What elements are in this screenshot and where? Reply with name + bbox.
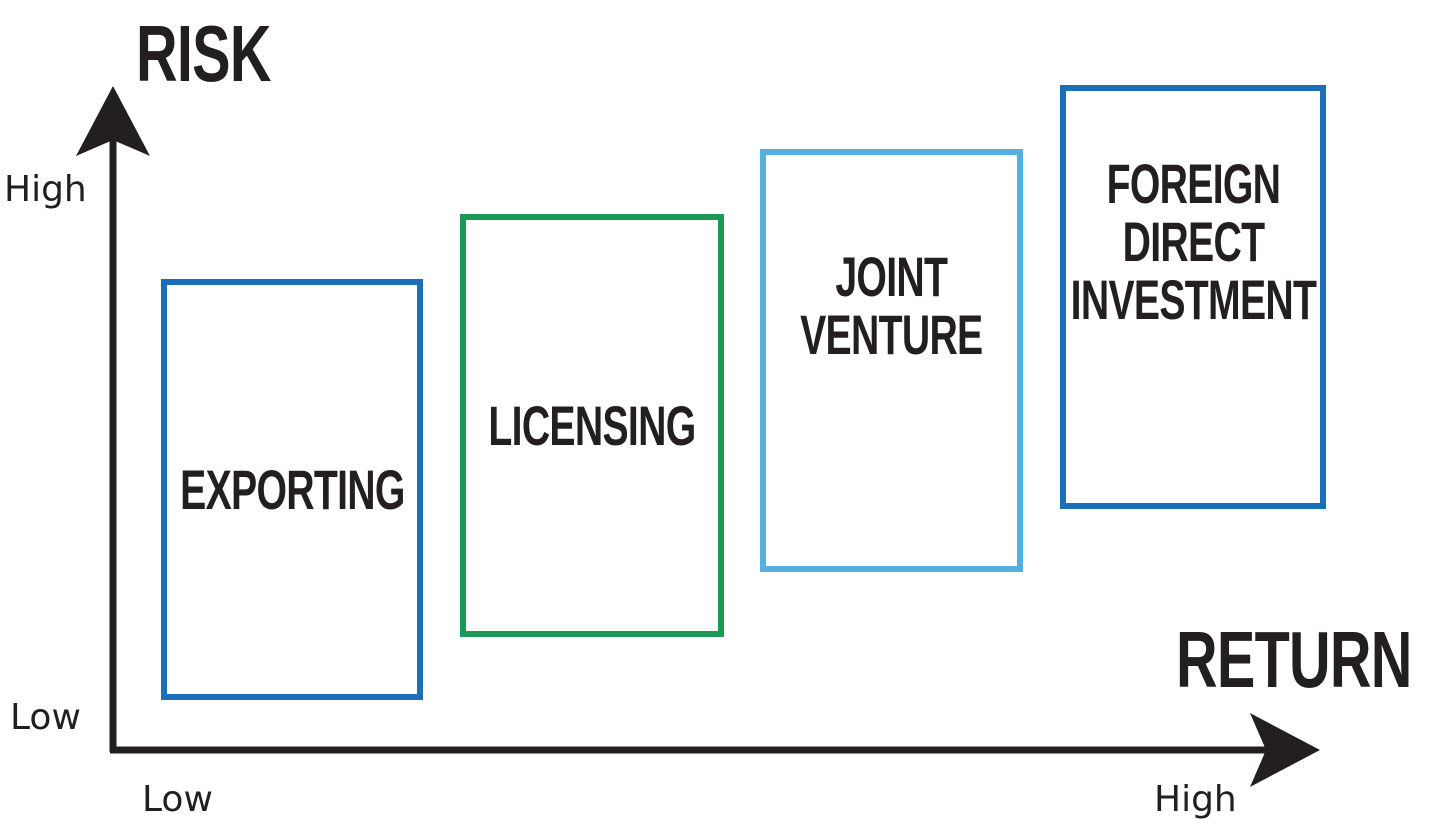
- foreign-direct-investment-box: FOREIGN DIRECT INVESTMENT: [1060, 85, 1326, 509]
- joint-venture-label: JOINT VENTURE: [800, 244, 983, 366]
- y-axis-high-label: High: [4, 169, 87, 210]
- y-axis-title: RISK: [136, 9, 271, 98]
- licensing-label: LICENSING: [488, 393, 696, 457]
- licensing-box: LICENSING: [460, 214, 724, 637]
- x-axis-low-label: Low: [142, 779, 213, 820]
- x-axis-arrowhead: [1250, 713, 1320, 787]
- exporting-box: EXPORTING: [161, 279, 423, 700]
- y-axis-arrowhead: [76, 86, 150, 156]
- exporting-label: EXPORTING: [179, 457, 405, 521]
- joint-venture-box: JOINT VENTURE: [760, 149, 1023, 572]
- x-axis-high-label: High: [1154, 779, 1237, 820]
- foreign-direct-investment-label: FOREIGN DIRECT INVESTMENT: [1070, 152, 1316, 331]
- y-axis-low-label: Low: [10, 697, 81, 738]
- x-axis-title: RETURN: [1176, 615, 1412, 704]
